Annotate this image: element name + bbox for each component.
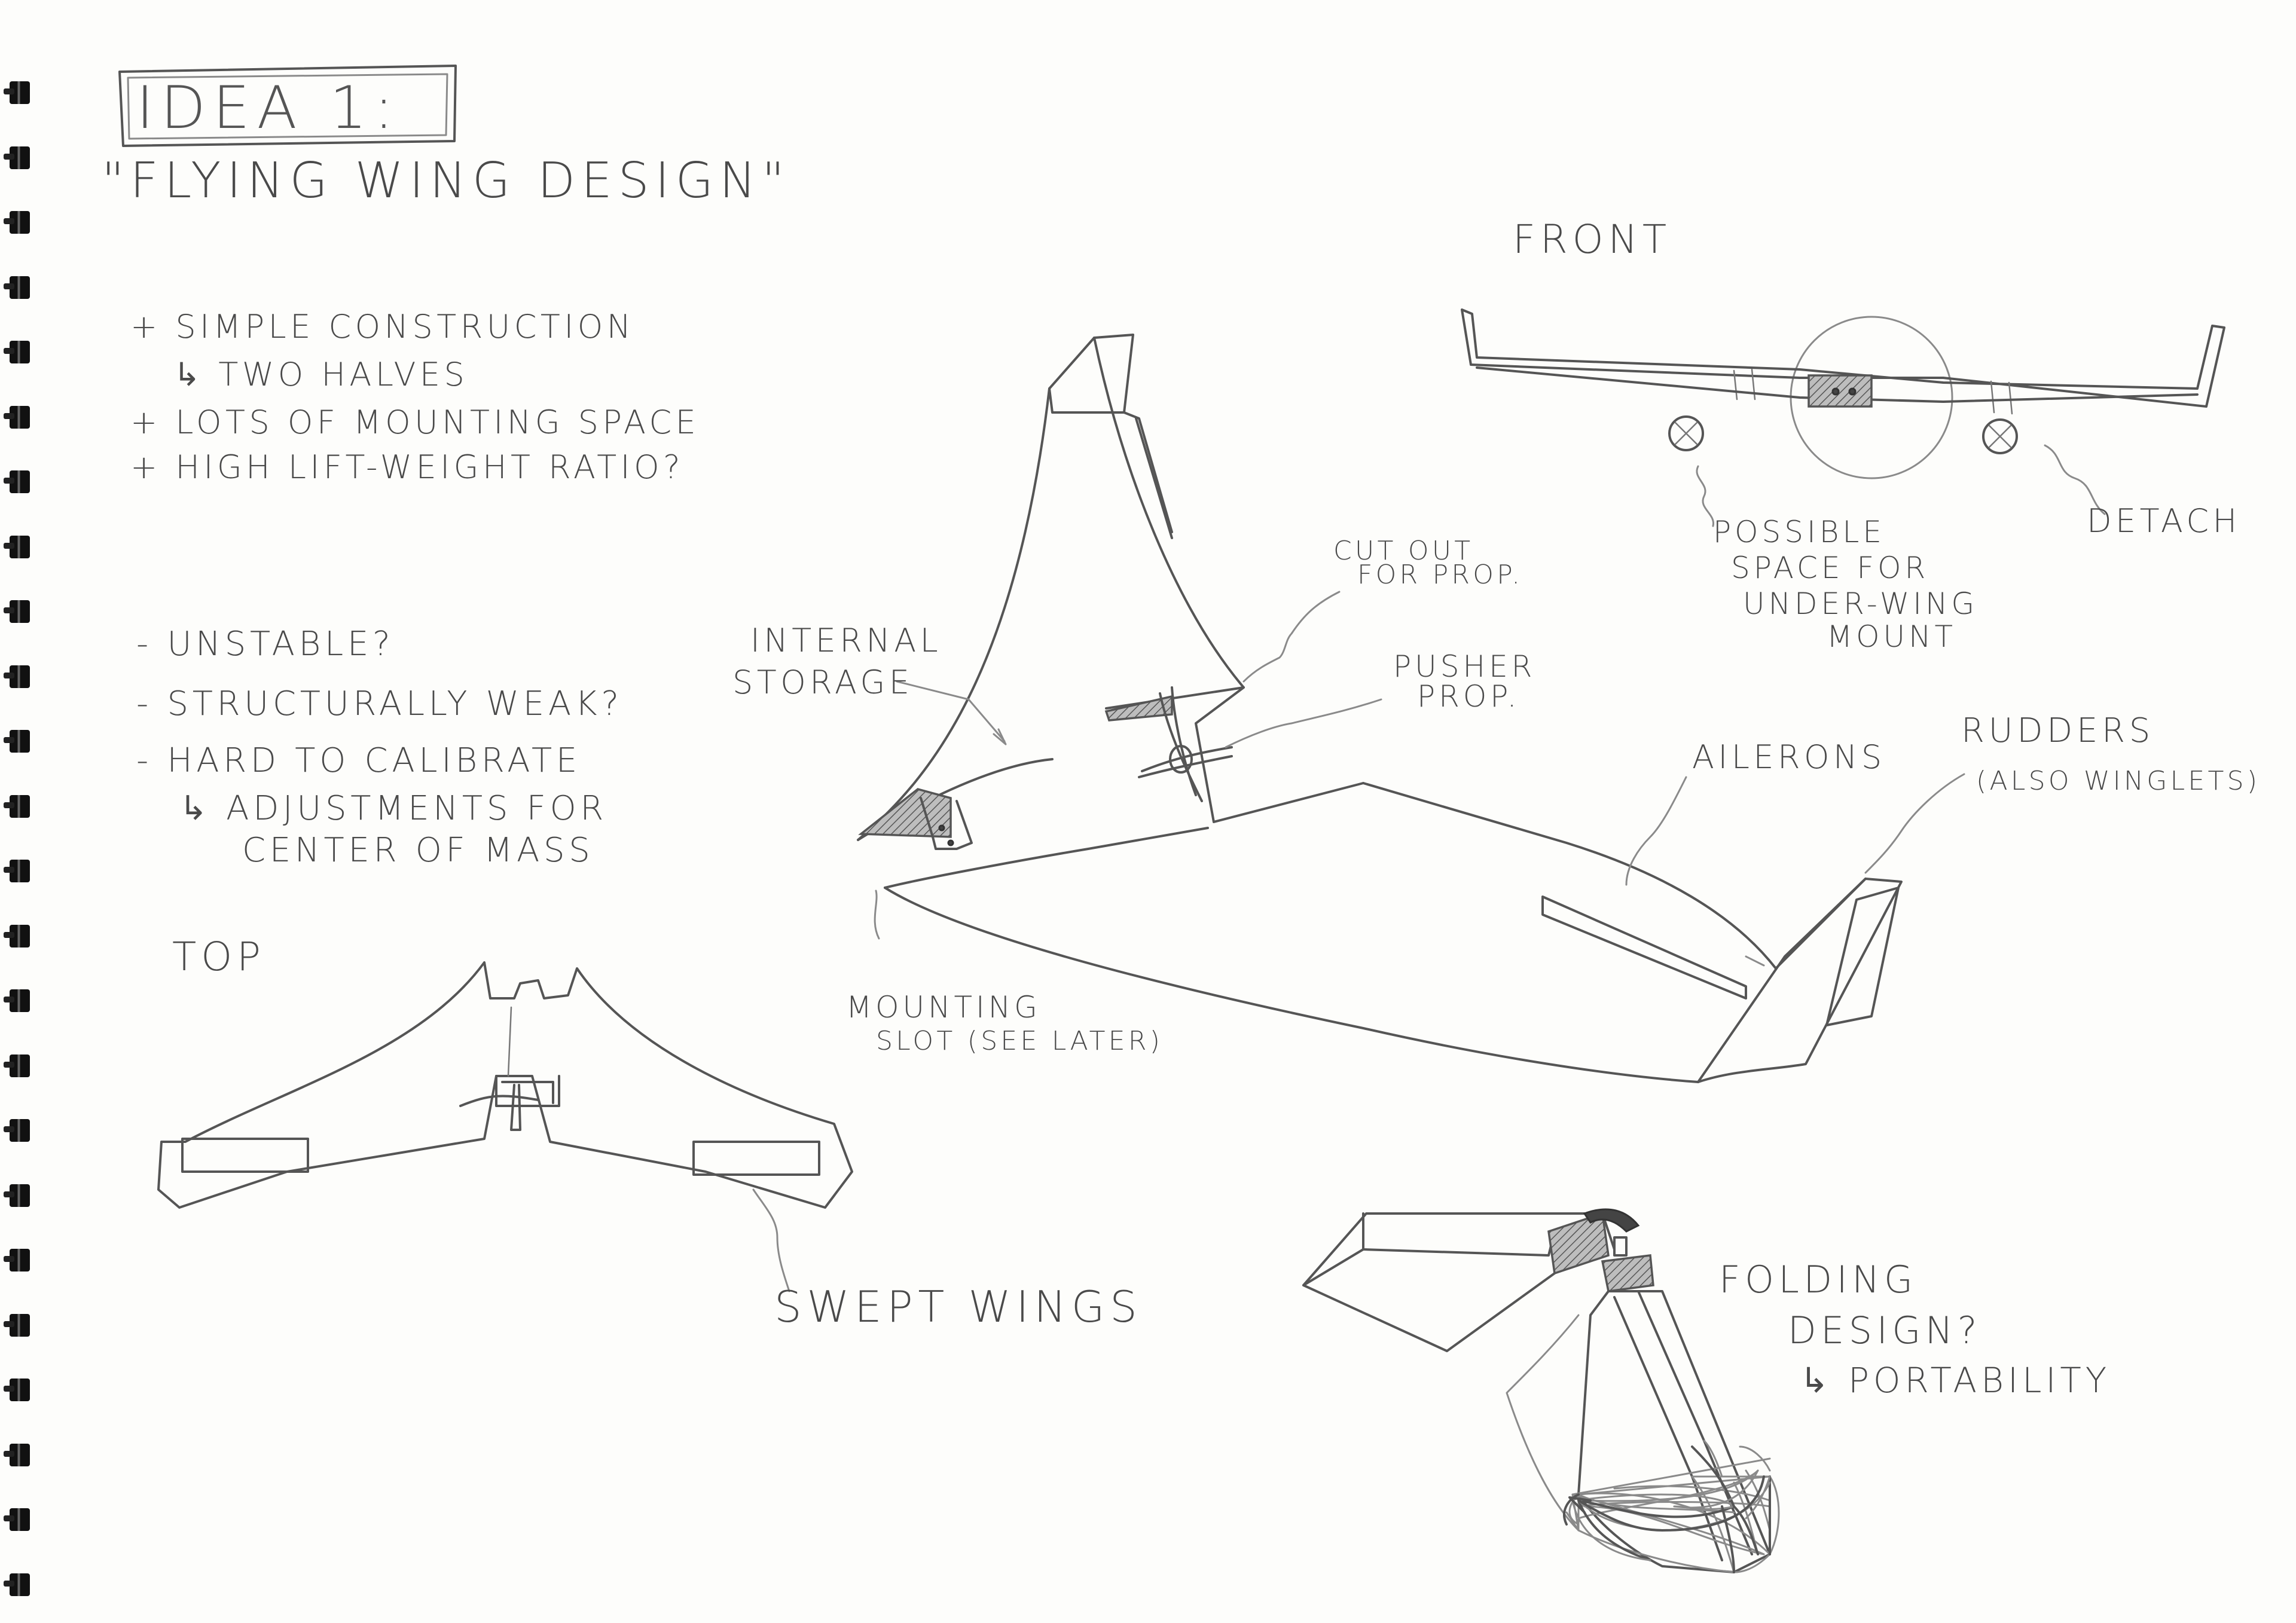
binding-ring <box>4 402 31 432</box>
binding-ring <box>4 726 31 756</box>
binding-ring <box>4 1310 31 1340</box>
rudders-label: RUDDERS <box>1961 711 2155 750</box>
binding-ring <box>4 273 31 302</box>
con-item: ↳ ADJUSTMENTS FOR <box>179 789 607 828</box>
binding-ring <box>4 467 31 497</box>
folding-design-label: DESIGN? <box>1788 1309 1981 1352</box>
con-item: - UNSTABLE? <box>136 625 395 664</box>
folding-design-label: FOLDING <box>1719 1258 1918 1301</box>
binding-ring <box>4 1181 31 1211</box>
folding-view-drawing <box>1302 1208 1780 1573</box>
possible-space-label: POSSIBLE <box>1713 515 1885 549</box>
rudders-label: (ALSO WINGLETS) <box>1976 766 2261 796</box>
pusher-prop-label: PROP. <box>1417 679 1521 714</box>
internal-storage-label: INTERNAL <box>750 622 942 659</box>
pro-item: + HIGH LIFT-WEIGHT RATIO? <box>130 448 685 486</box>
page-subtitle: "FLYING WING DESIGN" <box>102 152 790 209</box>
swept-wings-label: SWEPT WINGS <box>774 1282 1143 1332</box>
binding-ring <box>4 662 31 692</box>
perspective-view-drawing <box>857 334 1965 1083</box>
front-view-drawing <box>1461 308 2225 527</box>
page-title: IDEA 1: <box>136 74 401 142</box>
possible-space-label: UNDER-WING <box>1743 586 1979 621</box>
con-item: CENTER OF MASS <box>242 831 594 870</box>
binding-ring <box>4 791 31 821</box>
top-view-drawing <box>157 961 853 1292</box>
binding-ring <box>4 78 31 108</box>
possible-space-label: SPACE FOR <box>1731 551 1929 585</box>
detach-label: DETACH <box>2087 502 2241 540</box>
binding-ring <box>4 856 31 886</box>
binding-ring <box>4 337 31 367</box>
pusher-prop-label: PUSHER <box>1393 649 1536 684</box>
binding-ring <box>4 207 31 237</box>
con-item: - STRUCTURALLY WEAK? <box>136 684 623 723</box>
binding-ring <box>4 1505 31 1535</box>
binding-ring <box>4 986 31 1016</box>
top-view-label: TOP <box>172 934 265 980</box>
binding-ring <box>4 921 31 951</box>
binding-ring <box>4 597 31 626</box>
binding-ring <box>4 143 31 173</box>
binding-ring <box>4 1115 31 1145</box>
binding-ring <box>4 1051 31 1081</box>
binding-ring <box>4 1570 31 1600</box>
pro-item: ↳ TWO HALVES <box>173 356 469 393</box>
binding-ring <box>4 532 31 562</box>
portability-label: ↳ PORTABILITY <box>1800 1360 2111 1401</box>
binding-ring <box>4 1440 31 1470</box>
possible-space-label: MOUNT <box>1827 619 1957 654</box>
ailerons-label: AILERONS <box>1692 738 1886 776</box>
pro-item: + LOTS OF MOUNTING SPACE <box>130 404 700 441</box>
internal-storage-label: STORAGE <box>732 664 914 701</box>
binding-ring <box>4 1375 31 1405</box>
cut-out-label: CUT OUT <box>1333 536 1474 566</box>
binding-ring <box>4 1245 31 1275</box>
con-item: - HARD TO CALIBRATE <box>136 741 582 780</box>
mounting-slot-label: SLOT (SEE LATER) <box>876 1026 1164 1056</box>
pro-item: + SIMPLE CONSTRUCTION <box>130 308 635 346</box>
title-box <box>118 65 457 147</box>
cut-out-label: FOR PROP. <box>1357 560 1523 590</box>
front-view-label: FRONT <box>1513 216 1672 262</box>
mounting-slot-label: MOUNTING <box>846 990 1041 1025</box>
